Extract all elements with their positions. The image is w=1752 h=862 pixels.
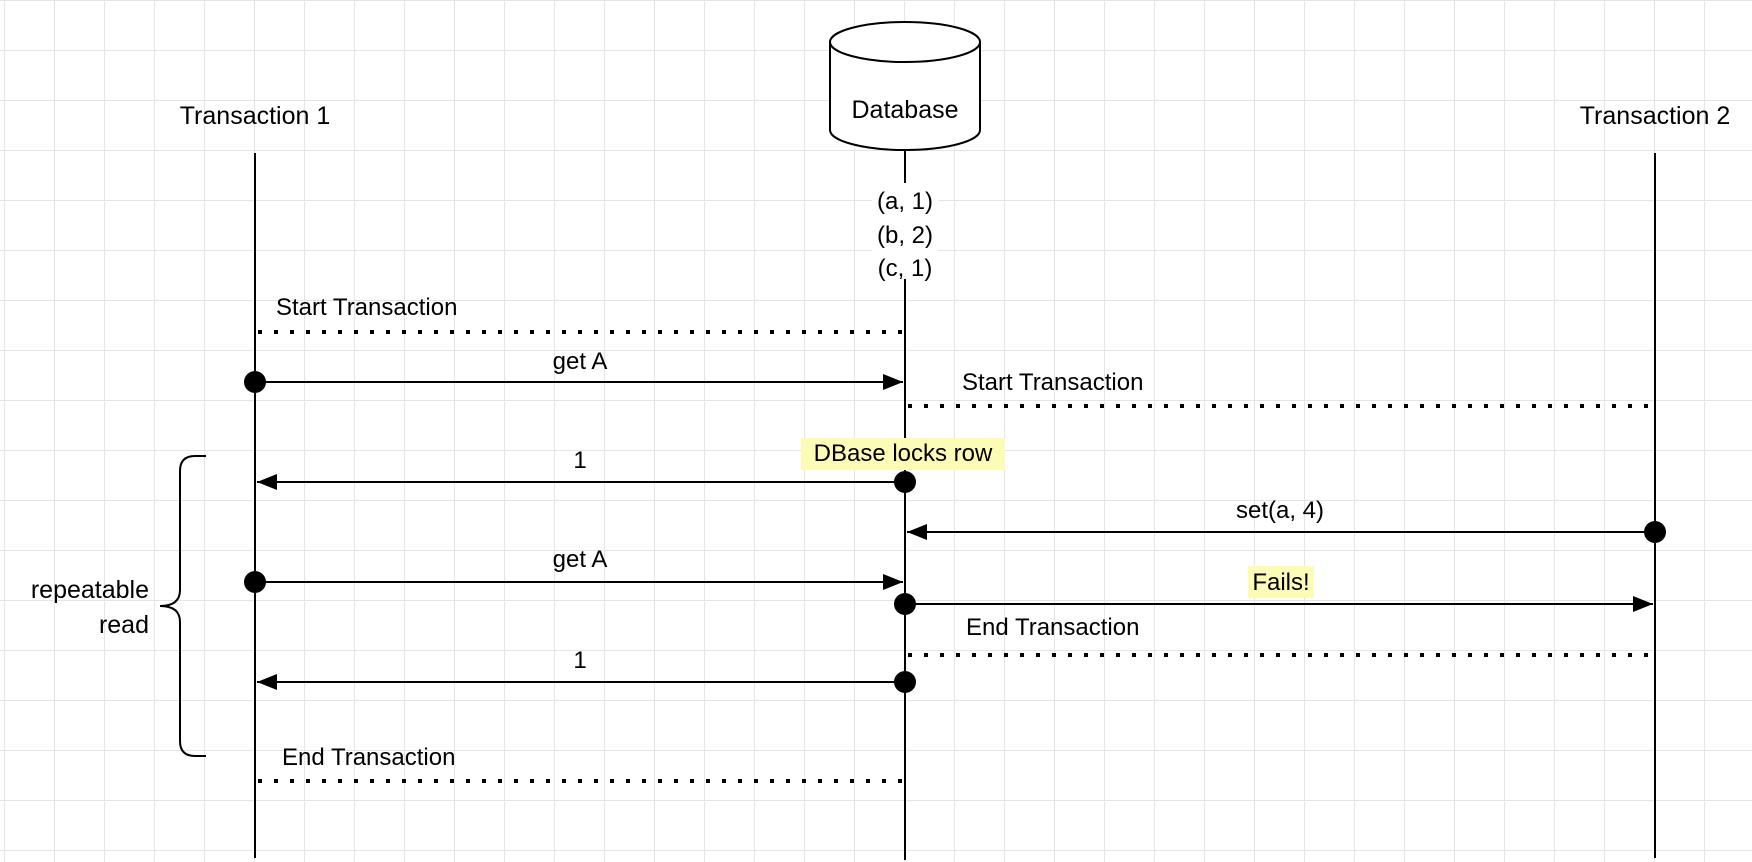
- participant-transaction-2: Transaction 2: [1580, 102, 1731, 130]
- bracket-label-line-2: read: [99, 611, 149, 639]
- database-cylinder-icon[interactable]: [829, 21, 981, 151]
- start-transaction-2-label: Start Transaction: [962, 369, 1143, 396]
- fails-note: Fails!: [1252, 569, 1309, 596]
- end-transaction-2-label: End Transaction: [966, 614, 1139, 641]
- lock-note-highlight: [801, 438, 1005, 470]
- get-a-1-label: get A: [553, 348, 608, 375]
- end-transaction-1-label: End Transaction: [282, 744, 455, 771]
- db-rows: (a, 1) (b, 2) (c, 1): [872, 183, 938, 282]
- db-row-b: (b, 2): [877, 222, 933, 249]
- get-a-2-dot: [244, 571, 266, 593]
- return-1-dot: [894, 471, 916, 493]
- fails-note-highlight: [1248, 566, 1314, 598]
- return-1-label: 1: [573, 447, 586, 474]
- db-row-a: (a, 1): [877, 188, 933, 215]
- get-a-1-dot: [244, 371, 266, 393]
- return-2-label: 1: [573, 647, 586, 674]
- start-transaction-1-label: Start Transaction: [276, 294, 457, 321]
- lock-note: DBase locks row: [814, 440, 993, 467]
- set-a-dot: [1644, 521, 1666, 543]
- return-2-dot: [894, 671, 916, 693]
- bracket-label-line-1: repeatable: [31, 576, 149, 604]
- participant-transaction-1: Transaction 1: [180, 102, 331, 130]
- get-a-2-label: get A: [553, 546, 608, 573]
- participant-database: Database: [851, 96, 958, 124]
- repeatable-read-brace: [159, 455, 206, 757]
- fails-dot: [894, 593, 916, 615]
- db-row-c: (c, 1): [878, 255, 933, 282]
- set-a-label: set(a, 4): [1236, 497, 1324, 524]
